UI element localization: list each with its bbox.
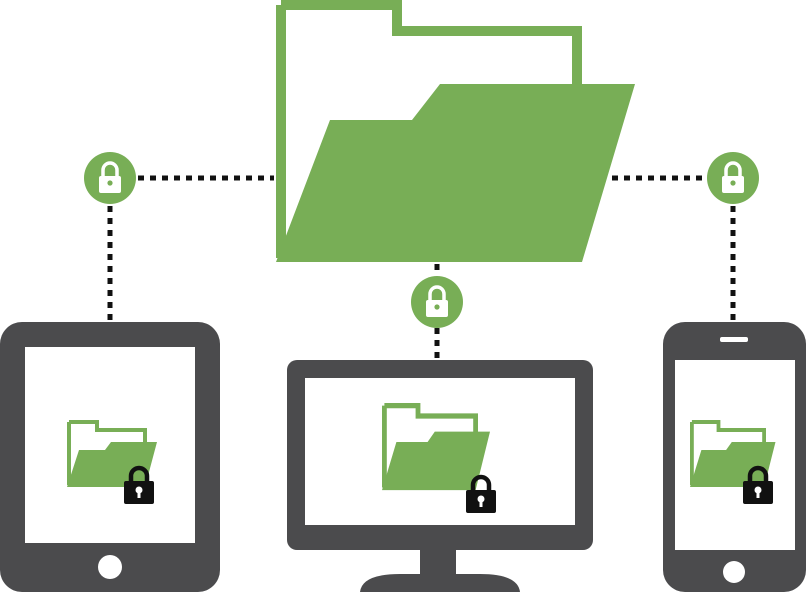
connector-lines xyxy=(107,175,736,362)
monitor-icon xyxy=(287,360,593,592)
lock-icon-right xyxy=(707,152,759,204)
shared-folder-icon xyxy=(276,0,635,262)
phone-icon xyxy=(663,322,806,592)
lock-icon-left xyxy=(84,152,136,204)
tablet-icon xyxy=(0,322,220,592)
lock-icon-center xyxy=(411,276,463,328)
